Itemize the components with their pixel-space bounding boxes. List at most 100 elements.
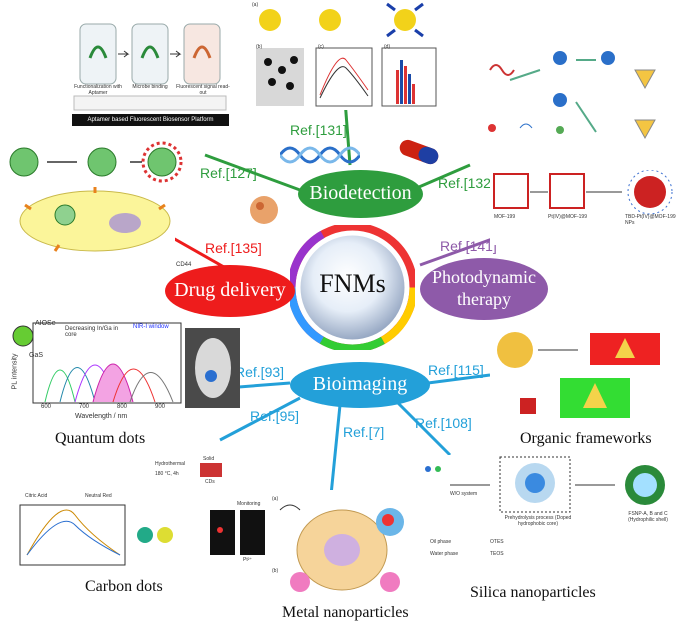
line-bioimaging-silica [393,398,452,457]
cd-neutral-red: Neutral Red [85,493,112,499]
caption-metal-nanoparticles: Metal nanoparticles [282,604,409,621]
qd-tick-900: 900 [155,404,166,410]
silica-teos: TEOS [490,551,504,557]
cd-citric-acid: Citric Acid [25,493,48,499]
mof-structures [493,169,673,215]
cds-conjugation-panel [2,140,187,185]
ref-127: Ref.[127] [200,165,257,181]
line-biodetection-up [343,99,352,166]
hub-photodynamic-label-2: therapy [457,289,511,309]
ref-131: Ref.[131] [290,122,347,138]
hub-photodynamic: Photodynamic therapy [420,258,548,320]
hub-biodetection: Biodetection [298,170,423,218]
organic-frameworks-illustration [497,332,660,418]
mof-panel: MOF-199 Pt(IV)@MOF-199 TBD-Pt(IV)@MOF-19… [490,169,682,245]
silica-nanoparticles-panel: W/O system Prehydrolysis process (Doped … [420,455,682,580]
carbon-dots-illustration [19,463,265,566]
ref-108: Ref.[108] [415,415,472,431]
dna-icon [280,146,360,164]
aptamer-panel: Functionalization with Aptamer Microbe b… [68,18,233,130]
hub-drug-delivery-label: Drug delivery [174,279,286,301]
qd-core-label: AIOSe [35,320,56,327]
carbon-dots-panel: Citric Acid Neutral Red Hydrothermal 180… [15,455,270,570]
caption-organic-frameworks: Organic frameworks [520,430,652,447]
silica-prehydrolysis: Prehydrolysis process (Doped hydrophobic… [504,515,572,527]
aptamer-step-3: Fluorescent signal read-out [176,84,230,96]
hub-drug-delivery: Drug delivery [165,265,295,317]
aptamer-title: Aptamer based Fluorescent Biosensor Plat… [87,117,214,123]
ref-135: Ref.[135] [205,240,262,256]
silica-wo-1: W/O system [450,491,478,497]
np-tag-a: (a) [252,2,259,8]
ref-95: Ref.[95] [250,408,300,424]
qd-xlabel: Wavelength / nm [75,413,128,420]
silica-water: Water phase [430,551,459,557]
metal-nanoparticles-illustration [279,504,404,592]
fnms-center: FNMs [287,222,418,353]
drug-delivery-cell-panel [15,185,175,255]
np-tag-b: (b) [256,44,263,50]
silica-fsnp: FSNP-A, B and C (Hydrophilic shell) [628,511,668,523]
biodetection-scheme-panel [480,40,670,160]
cd-pt: Pt²⁺ [243,557,253,563]
nanoparticle-characterization-panel: (a) (b) (c) (d) [250,0,440,110]
mouse-image [185,328,240,408]
hub-biodetection-label: Biodetection [309,182,412,204]
ref-7: Ref.[7] [343,424,385,440]
mouse-icon [195,338,231,398]
aptamer-step-2: Microbe binding [132,84,168,90]
aptamer-step-1: Functionalization with Aptamer [74,84,122,96]
fnms-label: FNMs [319,269,386,298]
qd-tick-800: 800 [117,404,128,410]
qd-shell-label: GaS [29,352,44,359]
cell-illustration [19,187,171,252]
qd-window: NIR-I window [133,324,169,330]
mof-label-3: TBD-Pt(IV)@MOF-199 NPs [625,214,676,226]
cd-cds: CDs [205,479,215,485]
np-tag-d: (d) [384,44,391,50]
hub-photodynamic-label-1: Photodynamic [432,267,536,287]
hub-bioimaging: Bioimaging [290,362,430,408]
line-bioimaging-metal [328,404,342,506]
cd-monitoring: Monitoring [237,501,261,507]
line-bioimaging-right [427,373,491,385]
caption-silica-nanoparticles: Silica nanoparticles [470,584,596,601]
silica-nanoparticles-illustration [425,456,665,513]
aptamer-vials-illustration [73,23,227,111]
mof-label-2: Pt(IV)@MOF-199 [548,214,587,220]
ref-93: Ref.[93] [235,364,285,380]
cd-temp: 180 °C, 4h [155,471,179,477]
line-bioimaging-carbon [219,396,301,442]
nanoparticle-figures [256,2,437,107]
line-biodetection-right [411,163,471,192]
ref-132: Ref.[132] [438,175,495,191]
capsule-icon [399,139,439,165]
metal-tag-b: (b) [272,568,279,574]
metal-tag-a: (a) [272,496,279,502]
cd-hydrothermal: Hydrothermal [155,461,186,467]
caption-carbon-dots: Carbon dots [85,578,163,595]
metal-nanoparticles-panel: (a) (b) [270,490,420,602]
qd-note: Decreasing In/Ga in core [65,326,119,338]
silica-otes: OTES [490,539,504,545]
organic-frameworks-panel [490,328,682,428]
aptamer-title-bar: Aptamer based Fluorescent Biosensor Plat… [72,114,229,126]
qd-tick-600: 600 [41,404,52,410]
caption-quantum-dots: Quantum dots [55,430,146,447]
ref-115: Ref.[115] [428,362,484,378]
ref-141: Ref.[141] [440,238,497,254]
microbe-icon [250,196,278,224]
cd44-label: CD44 [176,262,192,268]
qd-tick-700: 700 [79,404,90,410]
qd-ylabel: PL intensity [11,353,19,390]
silica-oil: Oil phase [430,539,452,545]
line-biodetection-left [204,153,301,192]
qd-spectra [12,322,182,404]
hub-bioimaging-label: Bioimaging [312,373,408,395]
cds-conjugation-illustration [9,141,183,183]
biodetection-scheme-illustration [488,51,656,140]
mof-label-1: MOF-199 [494,214,516,220]
cd-solid: Solid [203,456,215,462]
quantum-dots-plot: AIOSe GaS Decreasing In/Ga in core NIR-I… [5,318,185,423]
np-tag-c: (c) [318,44,324,50]
